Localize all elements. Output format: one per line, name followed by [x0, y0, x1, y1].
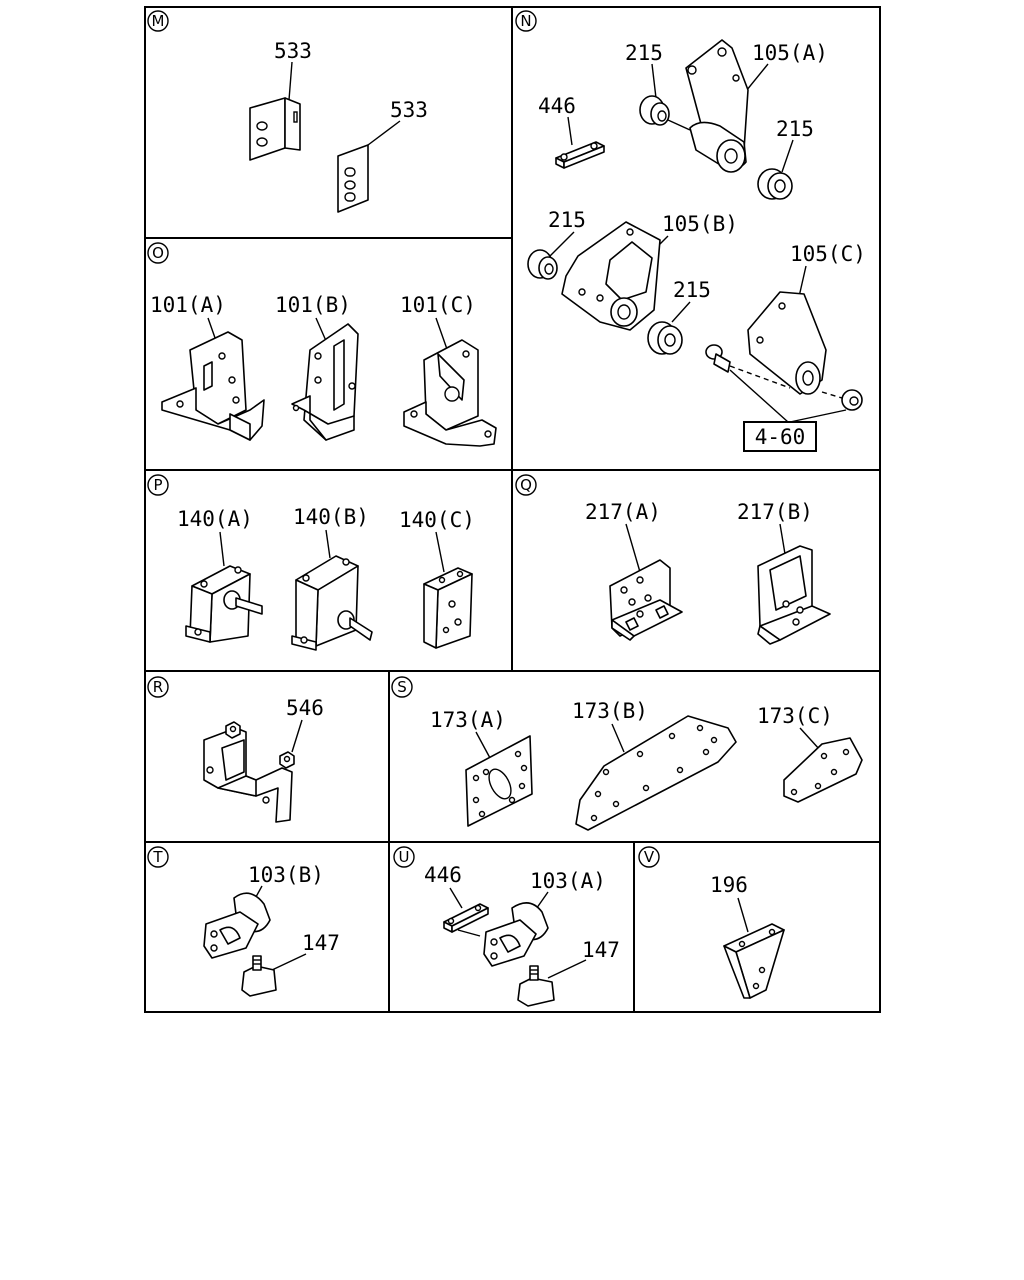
- panel-badge-r: R: [147, 676, 169, 698]
- svg-text:O: O: [152, 244, 164, 262]
- part-101b-bracket: [291, 323, 359, 441]
- part-101a-bracket: [161, 331, 265, 441]
- part-533-plate-a: [249, 97, 301, 161]
- svg-text:Q: Q: [520, 476, 532, 494]
- part-label-101a: 101(A): [150, 293, 226, 317]
- svg-text:M: M: [152, 12, 165, 30]
- part-147-stud-mount: [241, 955, 277, 997]
- svg-text:R: R: [153, 678, 163, 696]
- part-label-446: 446: [538, 94, 576, 118]
- part-105b-bracket: [561, 221, 661, 331]
- part-103a-bracket: [483, 902, 549, 967]
- part-173c-plate: [783, 737, 863, 803]
- svg-text:P: P: [153, 476, 162, 494]
- part-label-546: 546: [286, 696, 324, 720]
- part-label-215: 215: [625, 41, 663, 65]
- part-4-60-bolt: [705, 344, 791, 389]
- part-label-217b: 217(B): [737, 500, 813, 524]
- part-label-446: 446: [424, 863, 462, 887]
- part-101c-bracket: [403, 339, 497, 447]
- part-140c-bracket: [423, 567, 473, 649]
- part-label-101c: 101(C): [400, 293, 476, 317]
- part-label-533: 533: [390, 98, 428, 122]
- panel-badge-o: O: [147, 242, 169, 264]
- part-217a-bracket: [609, 559, 683, 641]
- panel-r: R 546: [147, 676, 324, 823]
- part-label-215: 215: [673, 278, 711, 302]
- panel-n: N 446 215 105(A) 215 215 105(B) 215 105(…: [515, 10, 866, 452]
- part-label-103a: 103(A): [530, 869, 606, 893]
- part-173a-plate: [465, 735, 533, 827]
- svg-text:N: N: [520, 12, 531, 30]
- part-140a-bracket: [185, 565, 263, 643]
- part-label-105c: 105(C): [790, 242, 866, 266]
- part-217b-bracket: [757, 545, 831, 645]
- panel-t: T 103(B) 147: [147, 846, 340, 997]
- panel-m: M 533 533: [147, 10, 428, 213]
- part-label-196: 196: [710, 873, 748, 897]
- panel-u: U 446 103(A) 147: [393, 846, 620, 1007]
- part-label-215: 215: [776, 117, 814, 141]
- part-446-link: [443, 903, 489, 937]
- panel-p: P 140(A) 140(B) 140(C): [147, 474, 475, 651]
- part-label-105b: 105(B): [662, 212, 738, 236]
- part-546-bracket: [203, 721, 295, 823]
- part-label-140c: 140(C): [399, 508, 475, 532]
- part-label-147: 147: [582, 938, 620, 962]
- part-103b-bracket: [203, 892, 271, 959]
- part-label-533: 533: [274, 39, 312, 63]
- part-label-215: 215: [548, 208, 586, 232]
- panel-badge-s: S: [391, 676, 413, 698]
- part-label-173c: 173(C): [757, 704, 833, 728]
- panel-v: V 196: [638, 846, 785, 999]
- svg-text:U: U: [399, 848, 410, 866]
- panel-s: S 173(A) 173(B) 173(C): [391, 676, 863, 831]
- part-196-bracket: [723, 923, 785, 999]
- part-215-bushing: [527, 249, 558, 280]
- svg-text:V: V: [644, 848, 655, 866]
- part-140b-bracket: [291, 555, 373, 651]
- panel-badge-m: M: [147, 10, 169, 32]
- part-446-link: [555, 141, 605, 169]
- part-533-plate-b: [337, 144, 369, 213]
- reference-box-4-60: 4-60: [743, 421, 817, 452]
- part-label-140a: 140(A): [177, 507, 253, 531]
- panel-grid: [144, 6, 881, 1013]
- svg-text:S: S: [397, 678, 407, 696]
- panel-badge-t: T: [147, 846, 169, 868]
- part-105c-bracket: [747, 291, 827, 395]
- svg-text:T: T: [152, 848, 163, 866]
- part-label-103b: 103(B): [248, 863, 324, 887]
- part-label-101b: 101(B): [275, 293, 351, 317]
- part-173b-plate: [575, 715, 737, 831]
- panel-badge-q: Q: [515, 474, 537, 496]
- part-label-173a: 173(A): [430, 708, 506, 732]
- part-105a-arm: [685, 39, 749, 173]
- part-label-140b: 140(B): [293, 505, 369, 529]
- part-label-217a: 217(A): [585, 500, 661, 524]
- part-label-173b: 173(B): [572, 699, 648, 723]
- panel-badge-p: P: [147, 474, 169, 496]
- panel-badge-v: V: [638, 846, 660, 868]
- part-215-bushing: [647, 321, 683, 355]
- panel-badge-n: N: [515, 10, 537, 32]
- svg-text:4-60: 4-60: [755, 425, 806, 449]
- part-4-60-nut: [821, 389, 863, 411]
- panel-badge-u: U: [393, 846, 415, 868]
- part-label-147: 147: [302, 931, 340, 955]
- part-label-105a: 105(A): [752, 41, 828, 65]
- part-215-bushing: [757, 168, 793, 200]
- panel-q: Q 217(A) 217(B): [515, 474, 831, 645]
- part-215-bushing: [639, 95, 670, 126]
- part-147-stud-mount: [517, 965, 555, 1007]
- panel-o: O 101(A) 101(B) 101(C): [147, 242, 497, 447]
